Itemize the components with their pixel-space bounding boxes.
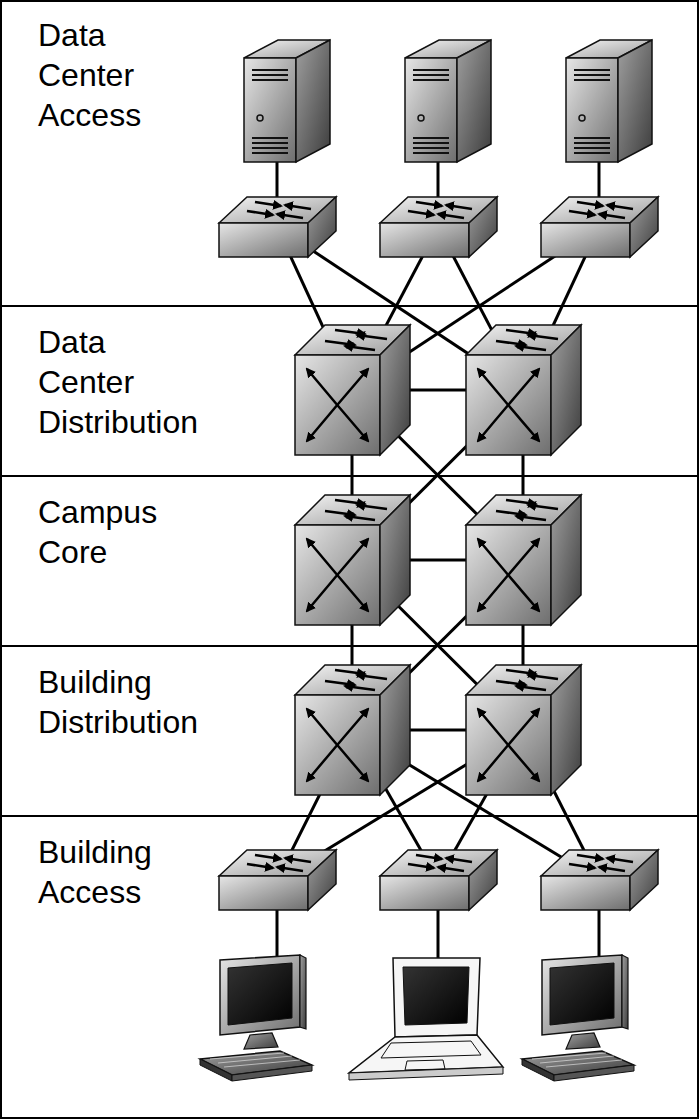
layer-band: Data Center Distribution: [0, 305, 699, 476]
layer-band: Data Center Access: [0, 0, 699, 306]
wiring: [277, 150, 599, 962]
desktop-computer: [522, 955, 634, 1081]
multilayer-switch: [295, 325, 410, 455]
layer-label: Campus Core: [38, 477, 157, 572]
desktop-computer: [200, 955, 312, 1081]
layer-band: Building Access: [0, 815, 699, 1119]
multilayer-switch: [466, 665, 581, 795]
access-switch: [219, 850, 336, 910]
access-switch: [380, 850, 497, 910]
layer-label: Building Access: [38, 817, 152, 912]
multilayer-switch: [295, 495, 410, 625]
server-icon: [566, 40, 652, 162]
access-switch: [219, 197, 336, 257]
server-icon: [405, 40, 491, 162]
layer-band: Building Distribution: [0, 645, 699, 816]
access-switch: [541, 197, 658, 257]
layer-label: Data Center Distribution: [38, 307, 198, 442]
multilayer-switch: [466, 495, 581, 625]
laptop-computer: [349, 958, 503, 1080]
access-switch: [541, 850, 658, 910]
layer-band: Campus Core: [0, 475, 699, 646]
layer-label: Data Center Access: [38, 0, 141, 135]
multilayer-switch: [466, 325, 581, 455]
access-switch: [380, 197, 497, 257]
multilayer-switch: [295, 665, 410, 795]
server-icon: [244, 40, 330, 162]
layer-label: Building Distribution: [38, 647, 198, 742]
